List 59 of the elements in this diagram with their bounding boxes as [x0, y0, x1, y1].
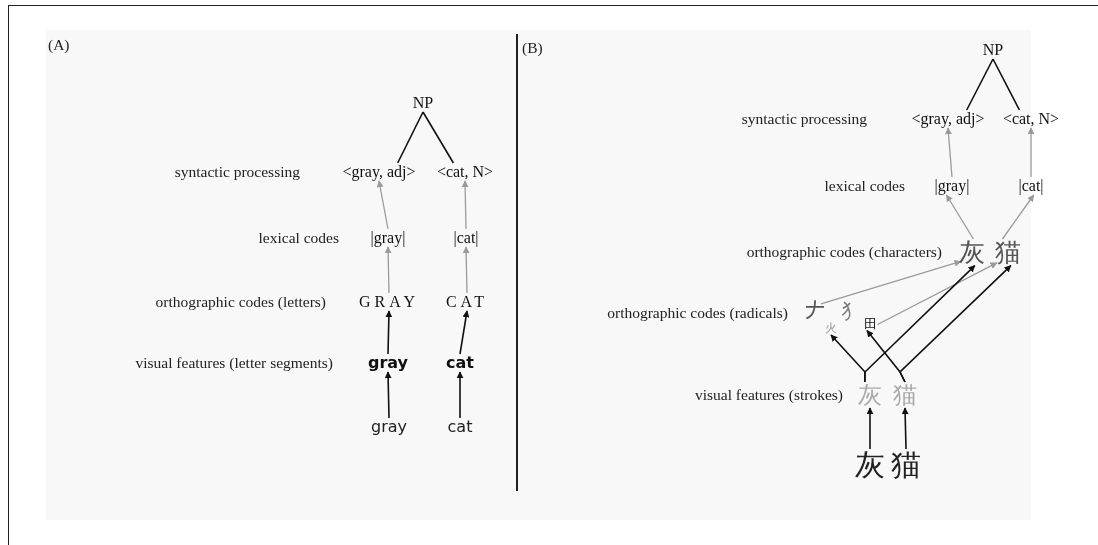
node-text: 𠂇 [803, 299, 827, 323]
node-text: 犭 [841, 300, 863, 322]
node-text: GRAY [358, 293, 420, 311]
level-label: lexical codes [824, 177, 905, 195]
arrow [820, 259, 962, 305]
arrow [945, 127, 953, 178]
tree-branch-line [992, 58, 1021, 111]
arrow [384, 371, 392, 419]
arrow [459, 310, 470, 355]
node-text: |cat| [452, 229, 480, 247]
arrow [876, 262, 998, 326]
node-text: |gray| [369, 229, 407, 247]
tree-root-label: NP [981, 41, 1005, 59]
node-text: gray [366, 354, 410, 372]
node-text: <cat, N> [1001, 110, 1061, 128]
tree-branch-line [396, 111, 424, 164]
arrow [461, 180, 469, 230]
node-text: 田 [862, 315, 878, 331]
arrow [385, 310, 393, 355]
arrow [1027, 127, 1035, 178]
level-label: visual features (strokes) [694, 386, 843, 404]
tree-branch-line [965, 58, 994, 111]
arrow [376, 180, 389, 230]
level-label: syntactic processing [741, 110, 867, 128]
panel-label: (A) [48, 36, 70, 54]
arrow [901, 407, 909, 450]
level-label: orthographic codes (characters) [746, 243, 942, 261]
arrow [899, 264, 1012, 383]
arrow [866, 407, 874, 450]
node-text: 灰 [854, 449, 886, 481]
level-label: orthographic codes (radicals) [607, 304, 788, 322]
arrow [1001, 194, 1035, 240]
level-label: syntactic processing [174, 163, 300, 181]
tree-branch-line [422, 111, 455, 164]
node-text: |cat| [1017, 177, 1045, 195]
node-text: CAT [444, 293, 490, 311]
arrow [864, 264, 976, 383]
node-text: 猫 [890, 449, 922, 481]
arrow [462, 246, 470, 294]
node-text: 灰 [857, 382, 883, 408]
node-text: 猫 [892, 382, 918, 408]
arrow [384, 246, 392, 294]
node-text: gray [370, 418, 408, 436]
level-label: visual features (letter segments) [135, 354, 333, 372]
node-text: |gray| [933, 177, 971, 195]
node-text: 灰 [958, 239, 986, 267]
level-label: lexical codes [258, 229, 339, 247]
node-text: cat [446, 418, 474, 436]
node-text: <gray, adj> [341, 163, 417, 181]
node-text: 火 [824, 321, 838, 335]
tree-root-label: NP [411, 94, 435, 112]
panel-label: (B) [522, 39, 543, 57]
node-text: <cat, N> [435, 163, 495, 181]
node-text: <gray, adj> [910, 110, 986, 128]
arrow [456, 371, 464, 419]
node-text: cat [445, 354, 475, 372]
level-label: orthographic codes (letters) [155, 293, 326, 311]
arrow [945, 194, 975, 240]
node-text: 猫 [994, 239, 1022, 267]
